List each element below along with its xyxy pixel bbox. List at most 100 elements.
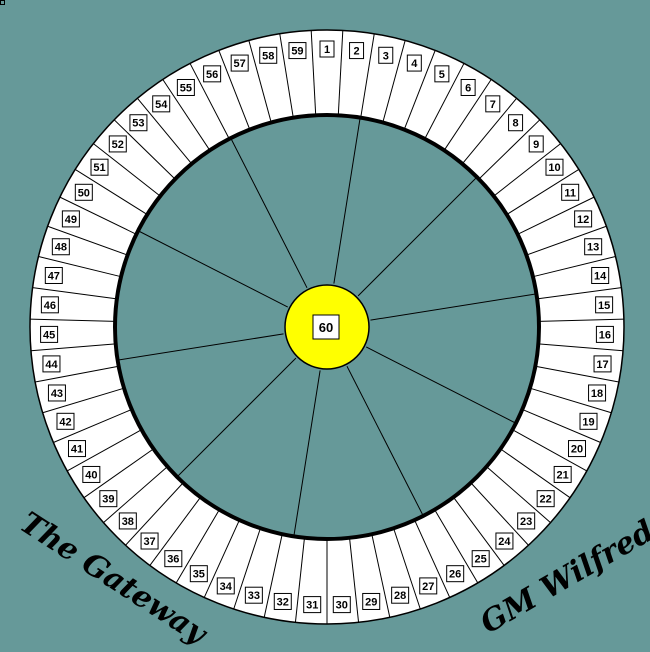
sector-28[interactable]: 28	[391, 586, 410, 604]
sector-divider	[337, 30, 344, 116]
sector-21[interactable]: 21	[553, 465, 572, 483]
sector-divider	[125, 482, 184, 546]
sector-23[interactable]: 23	[517, 512, 536, 530]
sector-divider	[83, 448, 154, 499]
inner-spoke	[117, 333, 284, 361]
sector-29[interactable]: 29	[362, 592, 381, 610]
sector-5[interactable]: 5	[434, 65, 450, 83]
sector-43[interactable]: 43	[47, 384, 66, 402]
sector-number: 17	[596, 359, 608, 371]
sector-11[interactable]: 11	[561, 183, 580, 201]
sector-number-box	[579, 412, 598, 430]
sector-55[interactable]: 55	[176, 78, 195, 96]
sector-41[interactable]: 41	[67, 440, 86, 458]
sector-26[interactable]: 26	[446, 565, 465, 583]
sector-number: 50	[78, 187, 90, 199]
sector-58[interactable]: 58	[259, 46, 278, 64]
sector-32[interactable]: 32	[273, 592, 292, 610]
sector-number-box	[99, 490, 118, 508]
sector-1[interactable]: 1	[319, 40, 335, 58]
sector-38[interactable]: 38	[118, 512, 137, 530]
sector-number: 20	[571, 444, 583, 456]
sector-number-box	[536, 490, 555, 508]
sector-45[interactable]: 45	[40, 325, 59, 343]
sector-47[interactable]: 47	[44, 266, 63, 284]
sector-10[interactable]: 10	[545, 158, 564, 176]
sector-6[interactable]: 6	[460, 78, 476, 96]
sector-36[interactable]: 36	[164, 550, 183, 568]
sector-3[interactable]: 3	[378, 46, 394, 64]
sector-number: 53	[132, 118, 144, 130]
sector-number-box	[561, 183, 580, 201]
sector-number-box	[517, 512, 536, 530]
sector-divider	[349, 537, 360, 623]
sector-49[interactable]: 49	[61, 210, 80, 228]
sector-divider	[32, 287, 117, 300]
sector-15[interactable]: 15	[595, 296, 614, 314]
sector-divider	[74, 169, 148, 215]
sector-12[interactable]: 12	[574, 210, 593, 228]
sector-number-box	[61, 210, 80, 228]
sector-17[interactable]: 17	[593, 355, 612, 373]
sector-divider	[461, 98, 517, 165]
sector-33[interactable]: 33	[244, 586, 263, 604]
sector-19[interactable]: 19	[579, 412, 598, 430]
sector-35[interactable]: 35	[189, 565, 208, 583]
sector-14[interactable]: 14	[591, 266, 610, 284]
sector-number-box	[553, 465, 572, 483]
sector-57[interactable]: 57	[230, 54, 249, 72]
sector-52[interactable]: 52	[108, 135, 127, 153]
sector-40[interactable]: 40	[82, 465, 101, 483]
sector-18[interactable]: 18	[588, 384, 607, 402]
sector-8[interactable]: 8	[508, 114, 524, 132]
sector-4[interactable]: 4	[406, 54, 422, 72]
sector-16[interactable]: 16	[595, 325, 614, 343]
sector-number: 4	[411, 58, 418, 70]
sector-divider	[538, 343, 624, 352]
sector-37[interactable]: 37	[140, 532, 159, 550]
sector-divider	[532, 256, 616, 278]
sector-divider	[35, 365, 119, 383]
sector-number: 16	[599, 329, 611, 341]
sector-number: 26	[449, 569, 461, 581]
sector-24[interactable]: 24	[495, 532, 514, 550]
center-hub[interactable]: 60	[284, 284, 370, 370]
sector-number: 31	[306, 600, 318, 612]
sector-51[interactable]: 51	[90, 158, 109, 176]
sector-7[interactable]: 7	[485, 95, 501, 113]
sector-number: 13	[587, 242, 599, 254]
sector-number-box	[595, 296, 614, 314]
sector-divider	[478, 119, 541, 180]
sector-39[interactable]: 39	[99, 490, 118, 508]
sector-50[interactable]: 50	[74, 183, 93, 201]
sector-42[interactable]: 42	[56, 412, 75, 430]
sector-30[interactable]: 30	[332, 596, 351, 614]
sector-25[interactable]: 25	[471, 550, 490, 568]
sector-number: 48	[55, 242, 67, 254]
sector-22[interactable]: 22	[536, 490, 555, 508]
sector-number: 32	[277, 596, 289, 608]
sector-number-box	[259, 46, 278, 64]
sector-number-box	[244, 586, 263, 604]
sector-31[interactable]: 31	[303, 596, 322, 614]
sector-20[interactable]: 20	[568, 440, 587, 458]
sector-48[interactable]: 48	[51, 238, 70, 256]
sector-54[interactable]: 54	[152, 95, 171, 113]
sector-number: 7	[490, 99, 496, 111]
sector-number: 33	[248, 590, 260, 602]
sector-56[interactable]: 56	[203, 65, 222, 83]
sector-number: 1	[324, 44, 330, 56]
sector-27[interactable]: 27	[419, 577, 438, 595]
sector-2[interactable]: 2	[349, 42, 365, 60]
sector-13[interactable]: 13	[584, 238, 603, 256]
sector-53[interactable]: 53	[129, 114, 148, 132]
sector-divider	[500, 448, 571, 499]
sector-59[interactable]: 59	[288, 42, 307, 60]
sector-divider	[393, 528, 421, 610]
sector-9[interactable]: 9	[528, 135, 544, 153]
sector-46[interactable]: 46	[40, 296, 59, 314]
sector-number: 21	[557, 469, 569, 481]
sector-number: 59	[291, 46, 303, 58]
sector-44[interactable]: 44	[42, 355, 61, 373]
sector-34[interactable]: 34	[216, 577, 235, 595]
